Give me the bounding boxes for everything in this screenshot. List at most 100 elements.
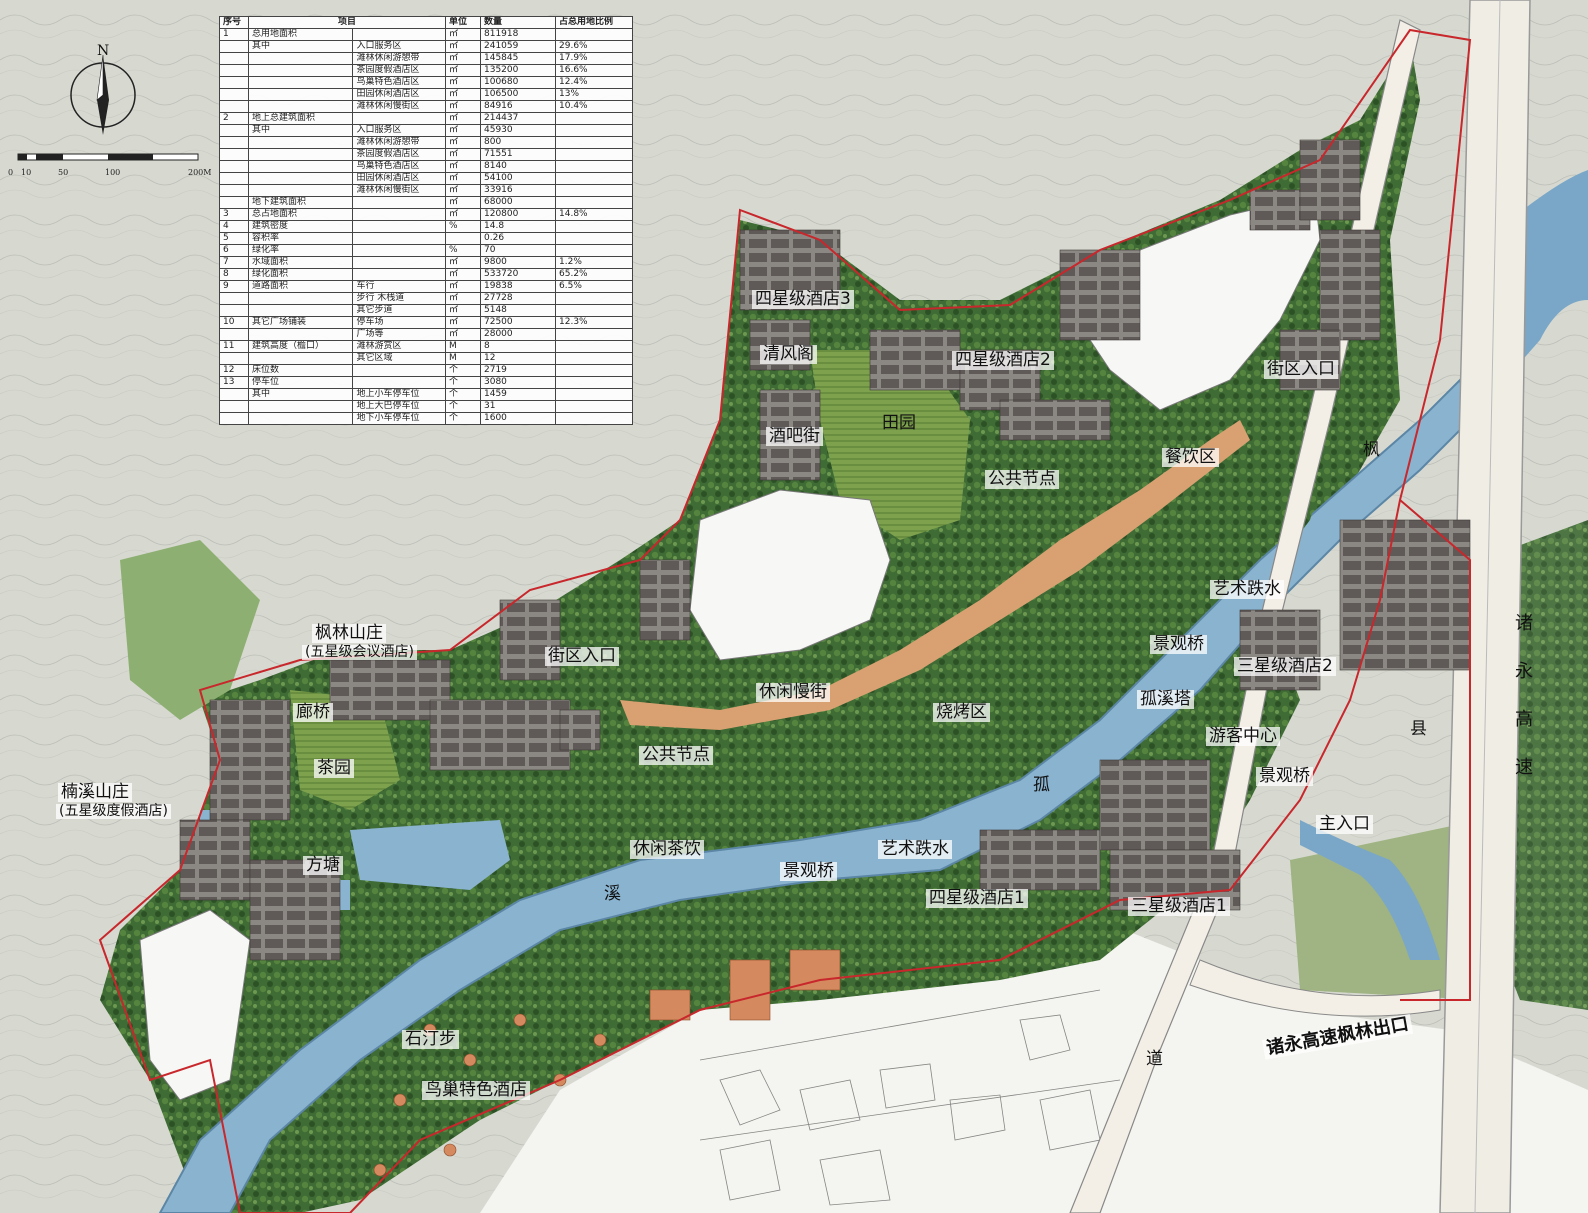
plaza-central — [689, 489, 891, 661]
fangtang-pond — [350, 820, 510, 890]
table-cell: 13% — [555, 88, 633, 101]
field-tianyuan — [810, 350, 970, 540]
table-cell — [247, 172, 354, 185]
table-cell — [352, 112, 446, 125]
table-cell — [219, 412, 249, 425]
table-cell: 1 — [219, 28, 249, 41]
label-shaokao: 烧烤区 — [933, 703, 990, 722]
table-cell: 总占地面积 — [247, 208, 354, 221]
table-header: 项目 — [248, 16, 446, 29]
table-cell — [219, 136, 249, 149]
table-cell: ㎡ — [445, 124, 481, 137]
table-cell: 地下建筑面积 — [247, 196, 354, 209]
label-highway-char: 诸 — [1515, 613, 1533, 634]
table-cell — [555, 340, 633, 353]
table-cell: 容积率 — [247, 232, 354, 245]
table-cell: 1459 — [480, 388, 556, 401]
table-cell: 68000 — [480, 196, 556, 209]
table-cell — [352, 244, 446, 257]
table-cell: 入口服务区 — [352, 40, 446, 53]
table-cell: 地下小车停车位 — [352, 412, 446, 425]
scale-tick-10: 10 — [21, 168, 32, 177]
table-cell — [555, 412, 633, 425]
table-cell: 31 — [480, 400, 556, 413]
table-cell — [247, 400, 354, 413]
table-cell: 床位数 — [247, 364, 354, 377]
table-cell: 70 — [480, 244, 556, 257]
table-header: 序号 — [219, 16, 249, 29]
label-hotel3-2: 三星级酒店2 — [1234, 657, 1336, 676]
label-highway-char: 速 — [1515, 757, 1533, 778]
table-cell — [555, 220, 633, 233]
label-gushita: 孤溪塔 — [1137, 690, 1194, 709]
table-cell: 滩林休闲慢街区 — [352, 100, 446, 113]
table-cell: ㎡ — [445, 64, 481, 77]
label-youke: 游客中心 — [1206, 727, 1280, 746]
label-street-entry-w: 街区入口 — [545, 647, 619, 666]
table-cell — [219, 400, 249, 413]
label-hotel4-3: 四星级酒店3 — [752, 290, 854, 309]
table-cell: ㎡ — [445, 304, 481, 317]
table-cell: 12 — [219, 364, 249, 377]
table-cell: ㎡ — [445, 172, 481, 185]
table-cell: ㎡ — [445, 316, 481, 329]
table-cell — [555, 28, 633, 41]
table-cell: 9800 — [480, 256, 556, 269]
table-cell: 建筑高度（檐口） — [247, 340, 354, 353]
table-cell: ㎡ — [445, 208, 481, 221]
table-cell: 8 — [219, 268, 249, 281]
table-cell — [352, 268, 446, 281]
table-cell: 9 — [219, 280, 249, 293]
table-cell: ㎡ — [445, 136, 481, 149]
label-fenglin-sub: (五星级会议酒店) — [302, 644, 417, 661]
scale-tick-200: 200M — [188, 168, 212, 177]
table-cell: 135200 — [480, 64, 556, 77]
table-cell — [219, 388, 249, 401]
table-cell — [445, 232, 481, 245]
compass-north-label: N — [97, 43, 110, 59]
table-cell: 800 — [480, 136, 556, 149]
table-cell: ㎡ — [445, 196, 481, 209]
table-cell: 地上小车停车位 — [352, 388, 446, 401]
table-cell: ㎡ — [445, 100, 481, 113]
table-cell: % — [445, 220, 481, 233]
scale-tick-0: 0 — [8, 168, 14, 177]
table-cell: 100680 — [480, 76, 556, 89]
table-cell: 停车位 — [247, 376, 354, 389]
table-cell — [555, 388, 633, 401]
table-cell — [247, 52, 354, 65]
table-cell: 停车场 — [352, 316, 446, 329]
table-cell — [219, 196, 249, 209]
table-cell: ㎡ — [445, 292, 481, 305]
table-cell: 绿化率 — [247, 244, 354, 257]
table-cell: 72500 — [480, 316, 556, 329]
table-cell: 其它广场铺装 — [247, 316, 354, 329]
table-cell — [352, 208, 446, 221]
table-cell — [247, 64, 354, 77]
table-cell: 8 — [480, 340, 556, 353]
table-cell: 120800 — [480, 208, 556, 221]
table-cell: 14.8 — [480, 220, 556, 233]
table-cell — [247, 88, 354, 101]
table-cell: 12 — [480, 352, 556, 365]
table-cell — [219, 148, 249, 161]
label-tianyuan: 田园 — [882, 413, 916, 433]
table-cell: 65.2% — [555, 268, 633, 281]
label-yishu-mid: 艺术跌水 — [878, 840, 952, 859]
table-cell: 5 — [219, 232, 249, 245]
scale-tick-100: 100 — [105, 168, 121, 177]
table-header: 单位 — [445, 16, 481, 29]
table-cell: 个 — [445, 388, 481, 401]
table-cell: 4 — [219, 220, 249, 233]
table-cell: ㎡ — [445, 52, 481, 65]
